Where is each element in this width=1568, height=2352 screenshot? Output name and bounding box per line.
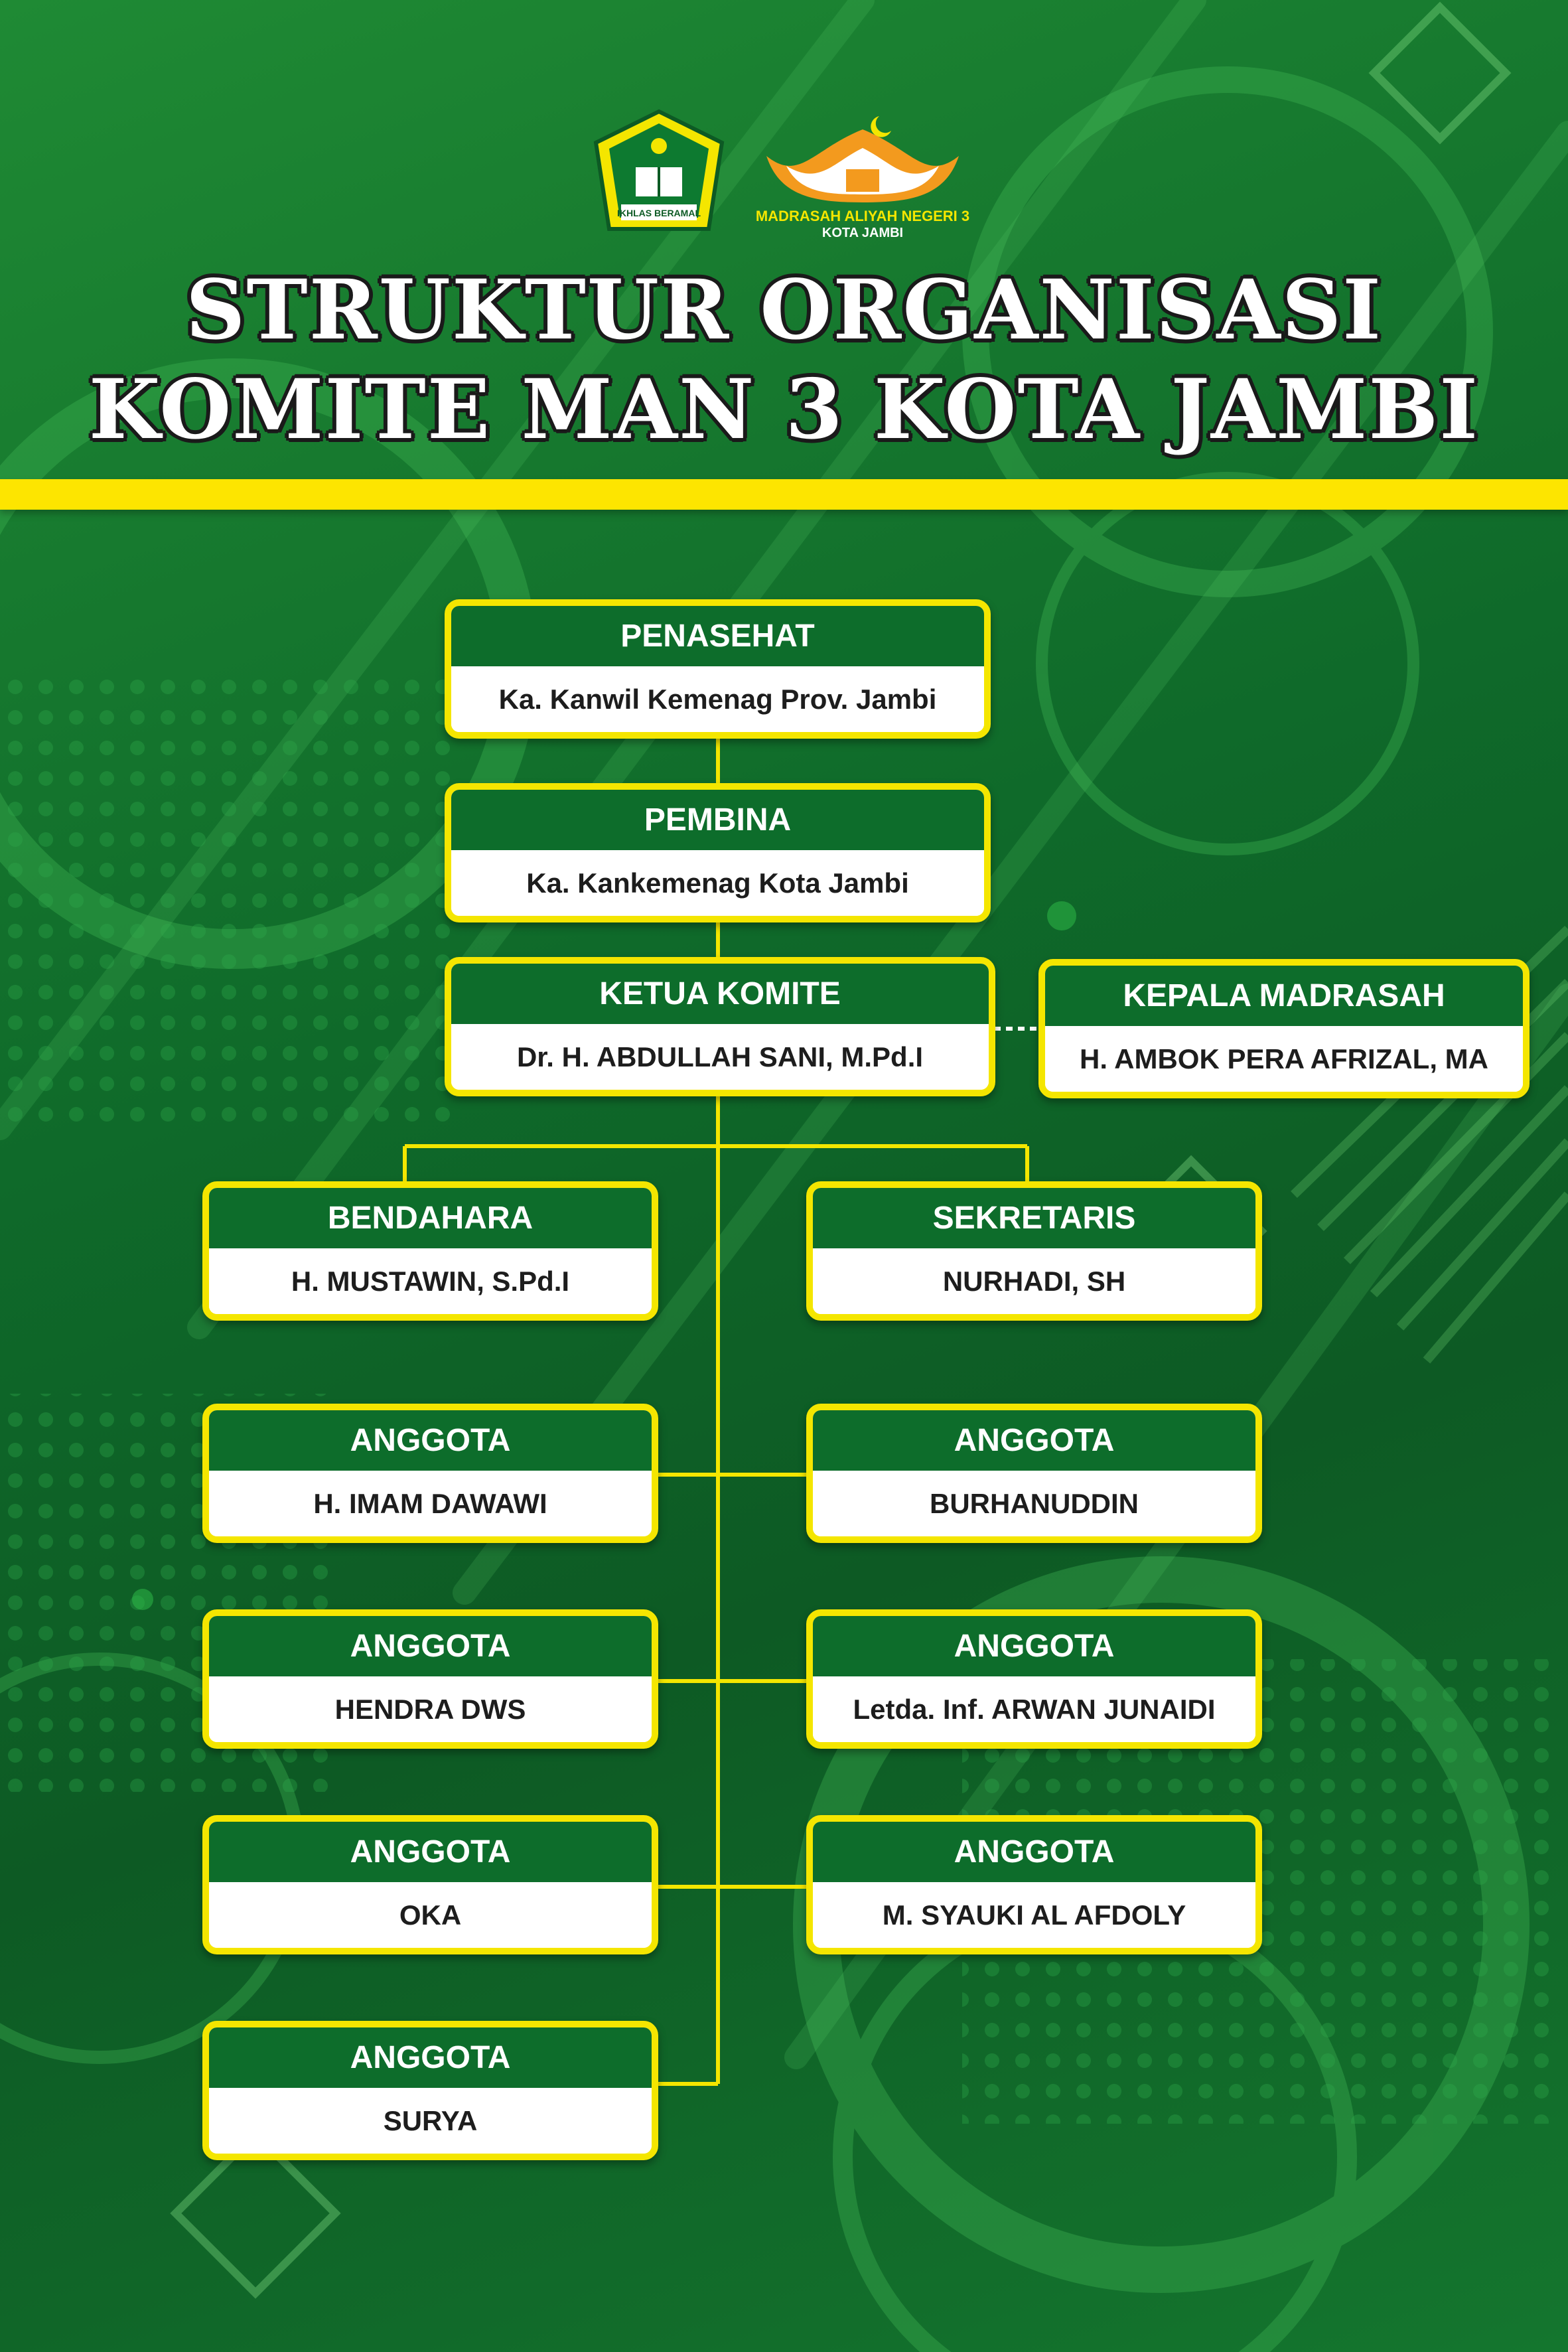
box-name: M. SYAUKI AL AFDOLY: [813, 1882, 1255, 1948]
man3-logo-line1: MADRASAH ALIYAH NEGERI 3: [756, 208, 969, 224]
box-name: Letda. Inf. ARWAN JUNAIDI: [813, 1676, 1255, 1742]
box-role: KETUA KOMITE: [451, 964, 989, 1025]
box-role: ANGGOTA: [209, 1616, 652, 1677]
box-role: BENDAHARA: [209, 1188, 652, 1249]
box-role: ANGGOTA: [209, 1822, 652, 1883]
box-role: ANGGOTA: [813, 1410, 1255, 1471]
title-line-2: KOMITE MAN 3 KOTA JAMBI: [88, 362, 1480, 458]
box-name: H. AMBOK PERA AFRIZAL, MA: [1045, 1026, 1523, 1092]
box-name: OKA: [209, 1882, 652, 1948]
box-name: Dr. H. ABDULLAH SANI, M.Pd.I: [451, 1024, 989, 1090]
title-line-1: STRUKTUR ORGANISASI: [185, 262, 1383, 358]
box-name: H. MUSTAWIN, S.Pd.I: [209, 1248, 652, 1314]
box-kepala-madrasah: KEPALA MADRASAH H. AMBOK PERA AFRIZAL, M…: [1038, 959, 1530, 1098]
man3-logo: MADRASAH ALIYAH NEGERI 3 KOTA JAMBI: [756, 116, 969, 240]
kemenag-logo-text: IKHLAS BERAMAL: [617, 208, 701, 218]
box-anggota: ANGGOTA OKA: [202, 1815, 658, 1954]
box-anggota: ANGGOTA H. IMAM DAWAWI: [202, 1404, 658, 1543]
box-name: HENDRA DWS: [209, 1676, 652, 1742]
box-anggota: ANGGOTA M. SYAUKI AL AFDOLY: [806, 1815, 1262, 1954]
box-name: Ka. Kankemenag Kota Jambi: [451, 850, 984, 916]
box-name: H. IMAM DAWAWI: [209, 1471, 652, 1536]
box-anggota: ANGGOTA BURHANUDDIN: [806, 1404, 1262, 1543]
box-name: Ka. Kanwil Kemenag Prov. Jambi: [451, 666, 984, 732]
man3-logo-line2: KOTA JAMBI: [822, 226, 903, 240]
box-name: NURHADI, SH: [813, 1248, 1255, 1314]
box-role: KEPALA MADRASAH: [1045, 966, 1523, 1027]
box-pembina: PEMBINA Ka. Kankemenag Kota Jambi: [445, 783, 991, 922]
box-name: SURYA: [209, 2088, 652, 2154]
box-role: ANGGOTA: [209, 2027, 652, 2089]
box-role: PENASEHAT: [451, 606, 984, 667]
box-anggota: ANGGOTA Letda. Inf. ARWAN JUNAIDI: [806, 1609, 1262, 1749]
box-name: BURHANUDDIN: [813, 1471, 1255, 1536]
box-role: ANGGOTA: [813, 1616, 1255, 1677]
box-role: SEKRETARIS: [813, 1188, 1255, 1249]
box-ketua-komite: KETUA KOMITE Dr. H. ABDULLAH SANI, M.Pd.…: [445, 957, 995, 1096]
box-anggota: ANGGOTA HENDRA DWS: [202, 1609, 658, 1749]
box-role: PEMBINA: [451, 790, 984, 851]
yellow-divider-bar: [0, 479, 1568, 510]
box-bendahara: BENDAHARA H. MUSTAWIN, S.Pd.I: [202, 1181, 658, 1321]
box-penasehat: PENASEHAT Ka. Kanwil Kemenag Prov. Jambi: [445, 599, 991, 739]
box-role: ANGGOTA: [209, 1410, 652, 1471]
box-role: ANGGOTA: [813, 1822, 1255, 1883]
kemenag-logo: IKHLAS BERAMAL: [593, 109, 725, 231]
box-anggota: ANGGOTA SURYA: [202, 2021, 658, 2160]
box-sekretaris: SEKRETARIS NURHADI, SH: [806, 1181, 1262, 1321]
